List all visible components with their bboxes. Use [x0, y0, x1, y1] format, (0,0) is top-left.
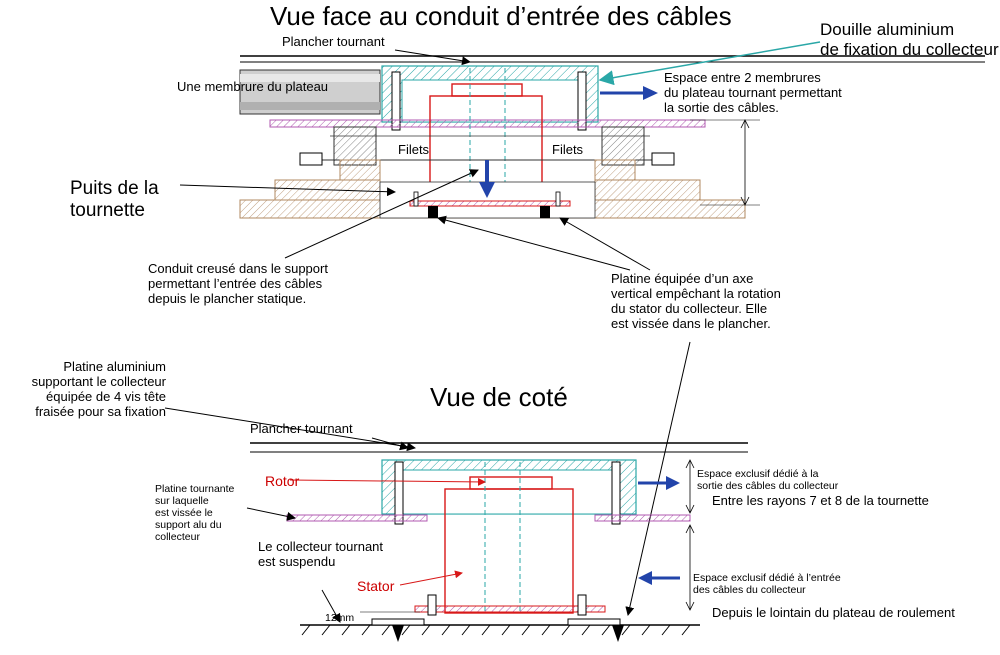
top-view-drawing	[179, 41, 985, 616]
platine-axe-label: Platine équipée d’un axe vertical empêch…	[611, 271, 781, 331]
filets-left-label: Filets	[398, 142, 430, 157]
side-view-title: Vue de coté	[430, 382, 568, 412]
espace-entree-label: Espace exclusif dédié à l’entrée des câb…	[693, 572, 841, 597]
rayons-label: Entre les rayons 7 et 8 de la tournette	[712, 493, 929, 508]
top-view-title: Vue face au conduit d’entrée des câbles	[270, 1, 732, 31]
side-plancher-label: Plancher tournant	[250, 421, 353, 436]
puits-label: Puits de la tournette	[70, 178, 159, 221]
membrure-label: Une membrure du plateau	[177, 79, 329, 94]
rotor-label: Rotor	[265, 473, 300, 489]
suspendu-label: Le collecteur tournant est suspendu	[258, 539, 384, 569]
espace-membrures-label: Espace entre 2 membrures du plateau tour…	[664, 70, 842, 115]
side-view-drawing	[164, 407, 748, 642]
platine-alu-label: Platine aluminium supportant le collecte…	[31, 359, 166, 419]
douille-label: Douille aluminium de fixation du collect…	[820, 20, 999, 59]
platine-tournante-label: Platine tournante sur laquelle est vissé…	[155, 483, 235, 544]
conduit-label: Conduit creusé dans le support permettan…	[148, 261, 328, 306]
lointain-label: Depuis le lointain du plateau de rouleme…	[712, 605, 955, 620]
espace-sortie-label: Espace exclusif dédié à la sortie des câ…	[697, 468, 839, 493]
dimension-12mm: 12mm	[325, 612, 355, 624]
stator-label: Stator	[357, 578, 395, 594]
filets-right-label: Filets	[552, 142, 584, 157]
plancher-tournant-label: Plancher tournant	[282, 34, 385, 49]
